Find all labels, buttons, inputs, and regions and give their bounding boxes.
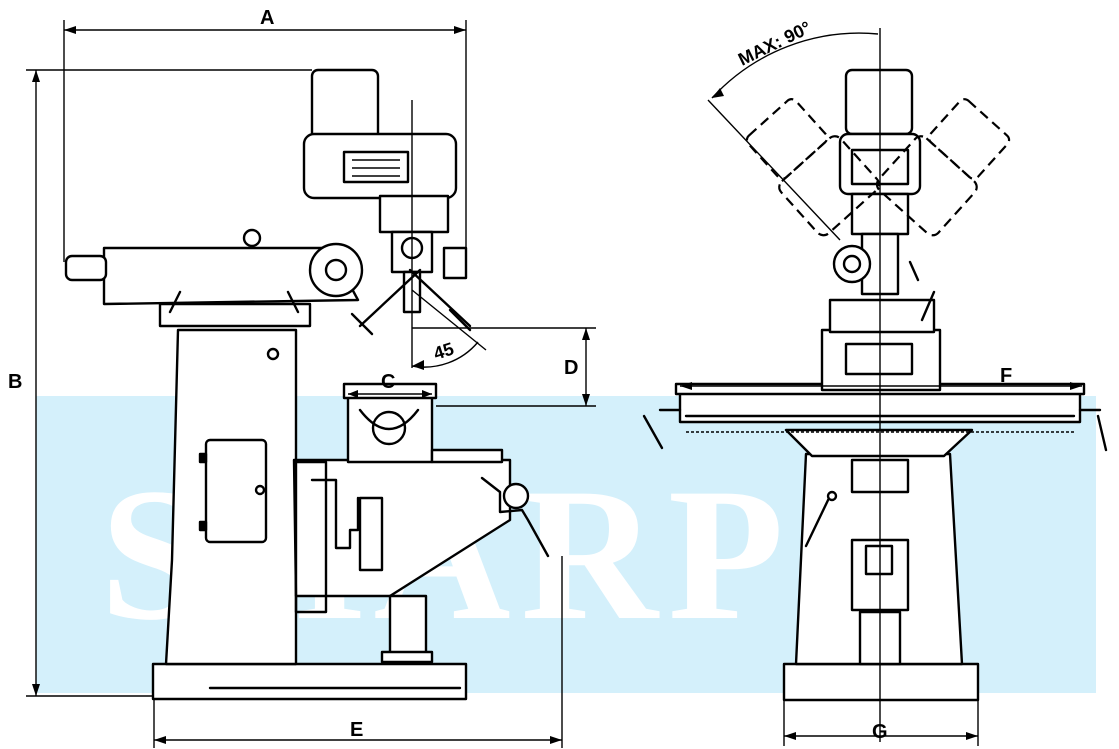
dim-label-e: E (350, 719, 363, 741)
dim-label-f: F (1000, 365, 1012, 387)
dim-label-c: C (381, 371, 395, 393)
front-view (642, 28, 1108, 742)
tilt-angle-label: MAX: 90° (735, 17, 814, 69)
dim-label-d: D (564, 357, 578, 379)
dim-label-g: G (872, 721, 888, 743)
dim-label-a: A (260, 7, 274, 29)
swivel-angle-label: 45 (431, 339, 456, 364)
side-view (64, 68, 550, 701)
dimension-lines-right (680, 382, 1082, 746)
dim-label-b: B (8, 371, 22, 393)
dimension-lines-left (26, 20, 596, 748)
